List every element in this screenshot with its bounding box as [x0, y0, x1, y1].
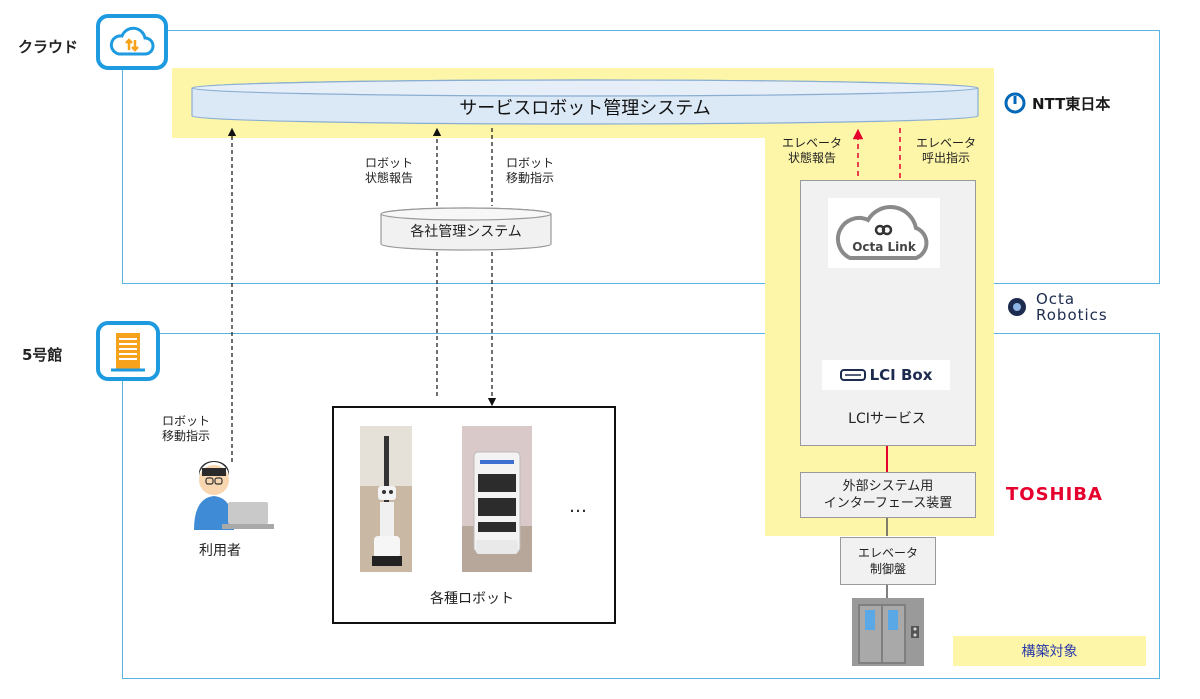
robot-status-label: ロボット 状態報告: [365, 156, 414, 185]
toshiba-logo: TOSHIBA: [1006, 484, 1103, 505]
cloud-zone-label: クラウド: [18, 38, 79, 56]
elevator-panel-label: エレベータ 制御盤: [857, 546, 918, 576]
robot-move-label: ロボット 移動指示: [506, 156, 555, 185]
octa-robotics-text-2: Robotics: [1036, 306, 1108, 324]
robots-label: 各種ロボット: [430, 591, 514, 607]
octa-link-cloud-icon: [836, 205, 929, 260]
main-system-title: サービスロボット管理システム: [459, 98, 711, 119]
cloud-zone: [122, 30, 1160, 284]
company-system-cylinder: [380, 207, 552, 251]
scope-legend: 構築対象: [953, 636, 1146, 666]
user-label: 利用者: [199, 543, 241, 559]
building-zone: [122, 333, 1160, 679]
elevator-call-label: エレベータ 呼出指示: [916, 136, 977, 165]
cloud-upload-download-icon: [109, 26, 155, 56]
ntt-logo: NTT東日本: [1004, 92, 1110, 114]
elevator-icon: [852, 598, 924, 666]
octa-link-logo: Octa Link: [828, 198, 940, 268]
lci-service-label: LCIサービス: [848, 411, 926, 427]
building-zone-icon: [96, 321, 160, 381]
elevator-status-label: エレベータ 状態報告: [782, 136, 843, 165]
robot-photo: [462, 426, 532, 572]
octa-link-text: Octa Link: [852, 240, 916, 254]
main-system-cylinder: [191, 79, 979, 125]
building-zone-label: 5号館: [22, 346, 63, 364]
lci-box-logo: LCI Box: [822, 360, 950, 390]
robot-photo: [360, 426, 412, 572]
lci-box-icon: [839, 369, 866, 381]
octa-robotics-logo: Octa Robotics: [1006, 291, 1108, 323]
octa-robotics-icon: [1008, 298, 1026, 316]
octa-robotics-text-1: Octa: [1036, 290, 1076, 308]
cloud-zone-icon: [96, 14, 168, 70]
interface-device-label: 外部システム用 インターフェース装置: [823, 479, 953, 511]
elevator-panel-box: エレベータ 制御盤: [840, 537, 936, 585]
interface-device-box: 外部システム用 インターフェース装置: [800, 472, 976, 518]
building-icon: [111, 333, 145, 372]
user-move-label: ロボット 移動指示: [162, 414, 211, 443]
ntt-logo-icon: [1004, 92, 1026, 114]
robots-ellipsis: …: [569, 495, 587, 517]
user-laptop-icon: [194, 460, 274, 530]
scope-legend-label: 構築対象: [1021, 644, 1078, 660]
company-system-title: 各社管理システム: [410, 224, 522, 240]
lci-box-text: LCI Box: [869, 366, 933, 384]
ntt-logo-text: NTT東日本: [1032, 94, 1111, 113]
